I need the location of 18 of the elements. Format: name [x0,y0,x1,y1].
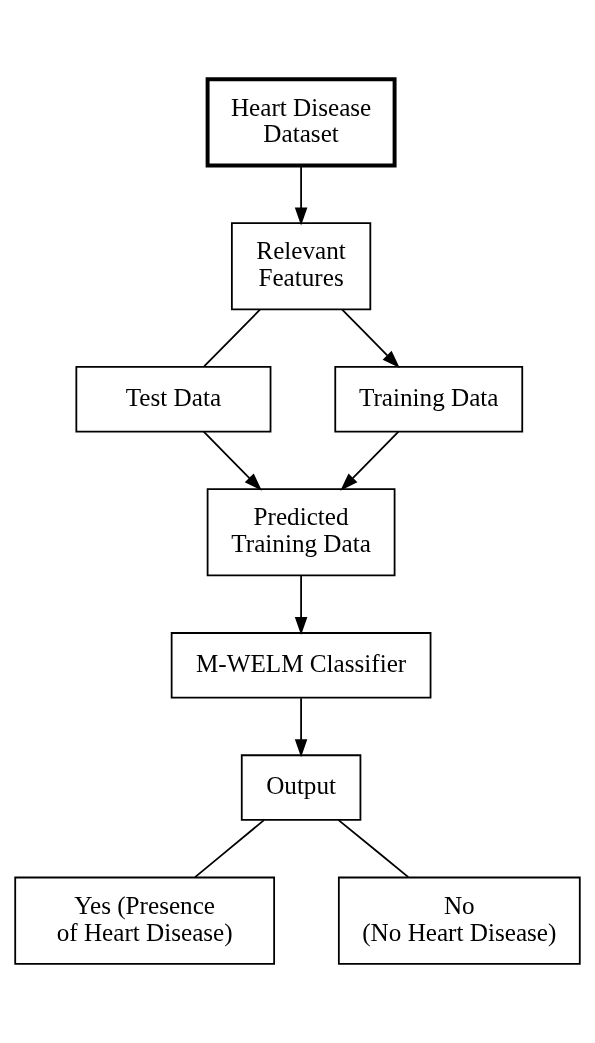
node-box: Test Data [75,365,272,433]
node-box: Predicted Training Data [206,488,396,577]
node-box: Output [240,754,362,821]
connector [337,819,410,879]
connector [194,819,265,879]
node-box: Training Data [334,365,524,433]
node-box: M-WELM Classifier [170,632,432,699]
arrow [294,165,308,226]
arrow [294,574,308,635]
arrow [341,308,400,369]
node-box: Yes (Presence of Heart Disease) [14,876,276,965]
connector [203,308,261,367]
node-box: Heart Disease Dataset [205,77,397,168]
node-box: No (No Heart Disease) [337,876,581,965]
arrow [294,697,308,758]
arrow [340,430,400,491]
arrow [202,430,262,491]
node-box: Relevant Features [230,222,372,311]
